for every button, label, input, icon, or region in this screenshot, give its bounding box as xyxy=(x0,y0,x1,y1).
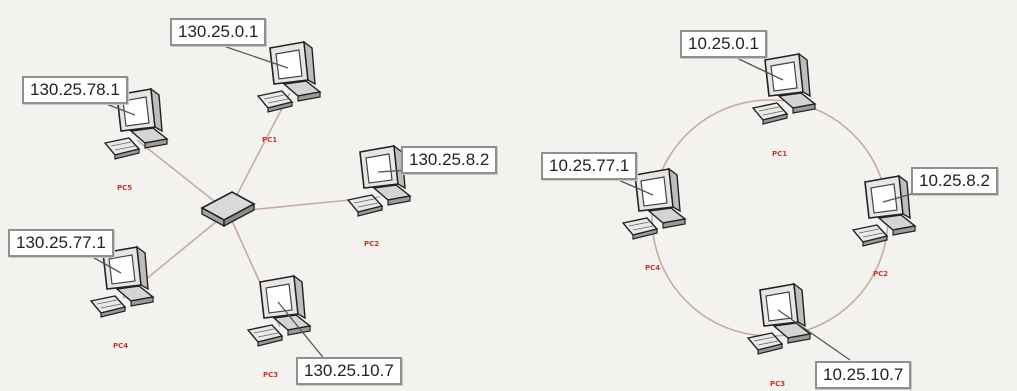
star-pc-tag-pc1: PC1 xyxy=(262,136,277,144)
computer-icon xyxy=(90,246,154,318)
star-pc-tag-pc3: PC3 xyxy=(263,371,278,379)
ring-pc-tag-pc2: PC2 xyxy=(873,270,888,278)
ring-ip-label-pc4: 10.25.77.1 xyxy=(541,152,638,180)
ring-pc-tag-pc3: PC3 xyxy=(770,380,785,388)
ring-pc-tag-pc1: PC1 xyxy=(772,150,787,158)
ring-callout-line-pc3 xyxy=(777,309,851,361)
computer-icon xyxy=(852,175,916,247)
computer-icon xyxy=(752,53,816,125)
star-pc-tag-pc4: PC4 xyxy=(113,342,128,350)
ring-ip-label-pc2: 10.25.8.2 xyxy=(911,167,998,195)
ring-ip-label-pc1: 10.25.0.1 xyxy=(680,30,767,58)
computer-icon xyxy=(747,283,811,355)
star-pc-tag-pc2: PC2 xyxy=(364,240,379,248)
star-ip-label-pc5: 130.25.78.1 xyxy=(22,76,128,104)
ring-ip-label-pc3: 10.25.10.7 xyxy=(815,361,912,389)
star-ip-label-pc1: 130.25.0.1 xyxy=(170,18,267,46)
star-link-pc5 xyxy=(136,139,229,213)
star-ip-label-pc4: 130.25.77.1 xyxy=(8,229,114,257)
star-ip-label-pc3: 130.25.10.7 xyxy=(296,357,402,385)
ring-pc-tag-pc4: PC4 xyxy=(645,264,660,272)
computer-icon xyxy=(257,41,321,113)
star-ip-label-pc2: 130.25.8.2 xyxy=(401,146,498,174)
computer-icon xyxy=(247,275,311,347)
star-callout-line-pc3 xyxy=(277,301,331,367)
star-pc-tag-pc5: PC5 xyxy=(117,184,132,192)
callout-lines xyxy=(79,37,941,367)
star-link-pc1 xyxy=(227,92,291,213)
